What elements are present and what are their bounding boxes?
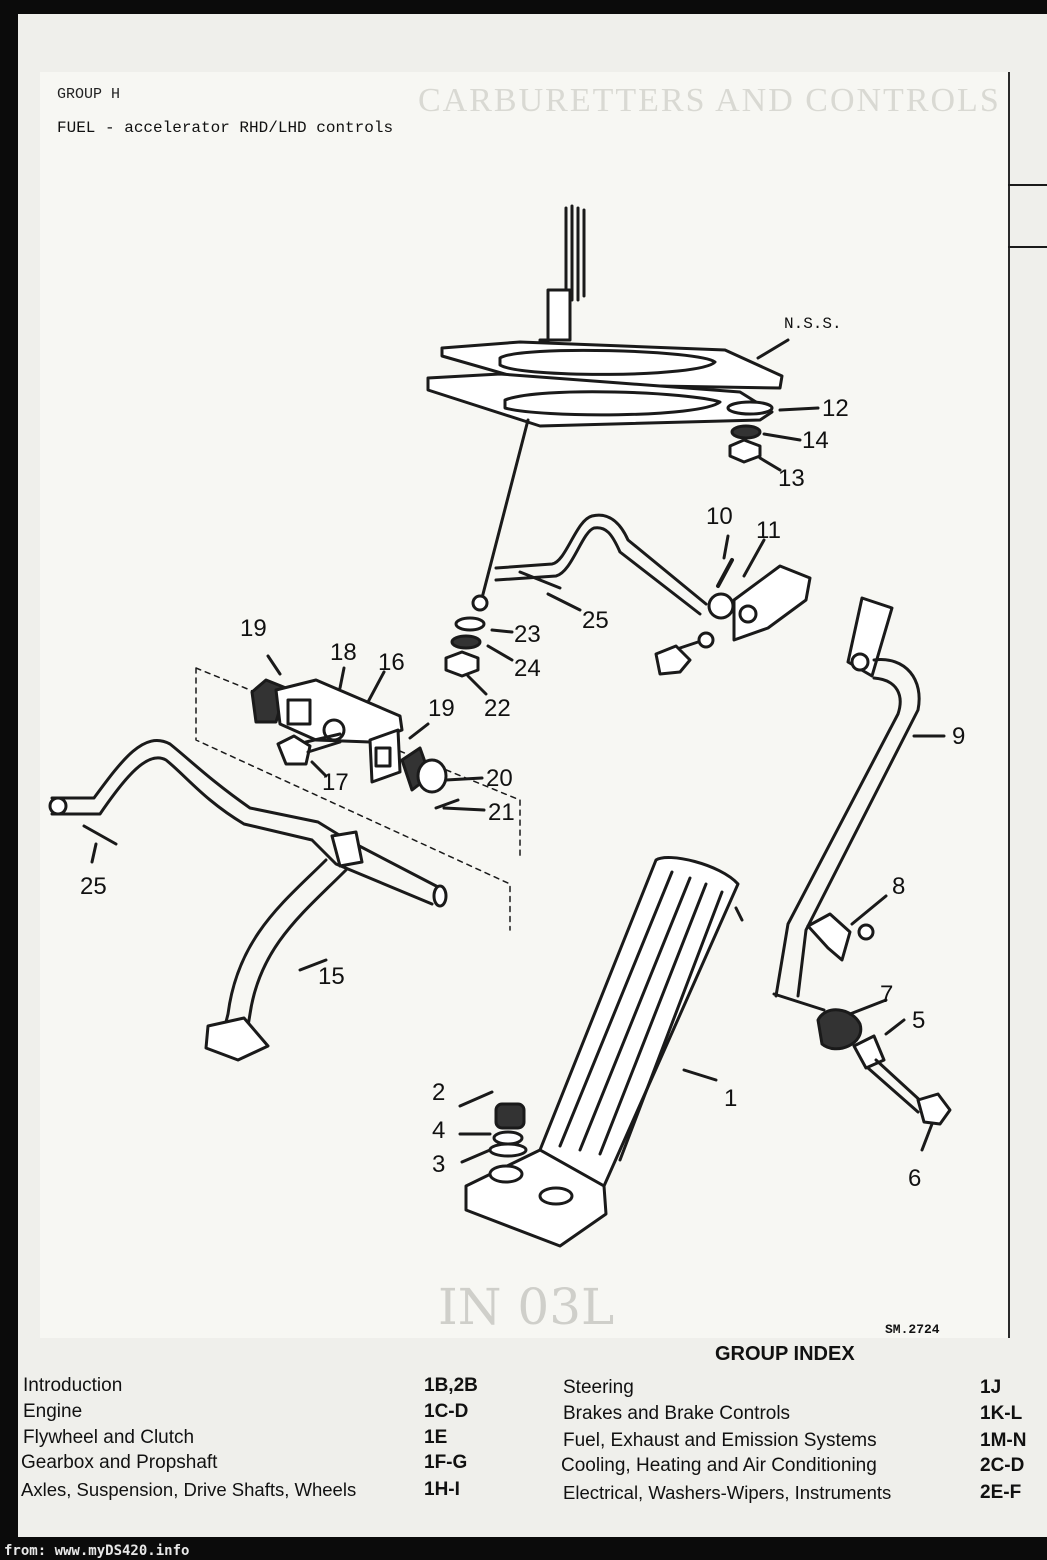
source-footer: from: www.myDS420.info	[4, 1543, 190, 1559]
index-item-code[interactable]: 1M-N	[980, 1430, 1027, 1451]
pedal-pad-1	[464, 856, 744, 1248]
group-index-title: GROUP INDEX	[715, 1343, 855, 1365]
callout-label: 6	[908, 1165, 921, 1192]
adjuster-5	[866, 1058, 926, 1114]
callout-label: 3	[432, 1151, 445, 1178]
page-title: FUEL - accelerator RHD/LHD controls	[57, 119, 394, 137]
sm-reference: SM.2724	[885, 1322, 940, 1337]
callout-label: 4	[432, 1117, 445, 1144]
callout-label: 8	[892, 873, 905, 900]
pedal-arm-9	[772, 596, 921, 1012]
split-pin-25	[82, 824, 118, 846]
index-item-code[interactable]: 1J	[980, 1377, 1002, 1398]
callout-label: 22	[484, 695, 511, 722]
callout-label: 19	[240, 615, 267, 642]
index-item-code[interactable]: 2C-D	[980, 1455, 1025, 1476]
index-item-code[interactable]: 1H-I	[424, 1479, 460, 1500]
mounting-plate	[426, 338, 790, 428]
callout-label: 5	[912, 1007, 925, 1034]
page-edge-rule	[1008, 184, 1047, 186]
bleed-through-heading: CARBURETTERS AND CONTROLS	[418, 82, 1001, 119]
callout-label: 9	[952, 723, 965, 750]
callout-label: 24	[514, 655, 541, 682]
callout-label: 18	[330, 639, 357, 666]
callout-label: 7	[880, 981, 893, 1008]
callout-label: 25	[80, 873, 107, 900]
callout-label: 17	[322, 769, 349, 796]
index-item-label[interactable]: Steering	[563, 1377, 634, 1398]
callout-label: 12	[822, 395, 849, 422]
handwritten-note: IN 03L	[438, 1278, 615, 1336]
illustration-plate	[40, 72, 1010, 1338]
index-item-code[interactable]: 1F-G	[424, 1452, 468, 1473]
index-item-label[interactable]: Brakes and Brake Controls	[563, 1403, 791, 1424]
index-item-label[interactable]: Electrical, Washers-Wipers, Instruments	[563, 1482, 892, 1503]
index-item-code[interactable]: 1E	[424, 1427, 448, 1448]
callout-label: 20	[486, 765, 513, 792]
callout-label: 21	[488, 799, 515, 826]
callout-label: 2	[432, 1079, 445, 1106]
callout-label: 25	[582, 607, 609, 634]
pull-rod	[480, 418, 530, 600]
nut-13	[728, 438, 762, 464]
stop-7	[816, 1008, 863, 1051]
bracket-11	[732, 564, 812, 642]
callout-labels: 1 2 3 4 5 6 7 8 9 10 11 12 13 14 15 16 1…	[80, 395, 965, 1192]
callout-label: 13	[778, 465, 805, 492]
upper-lever	[494, 513, 735, 620]
callout-label: 10	[706, 503, 733, 530]
spring-clip-8	[806, 912, 852, 962]
bolt-head	[654, 644, 692, 676]
group-label: GROUP H	[57, 86, 121, 103]
index-item-label[interactable]: Axles, Suspension, Drive Shafts, Wheels	[21, 1479, 357, 1500]
index-item-code[interactable]: 1C-D	[424, 1401, 469, 1422]
index-item-label[interactable]: Introduction	[23, 1375, 123, 1396]
side-label: N.S.S.	[784, 315, 842, 333]
index-item-label[interactable]: Cooling, Heating and Air Conditioning	[561, 1455, 877, 1476]
rod-ball	[471, 594, 489, 612]
page-edge-rule	[1008, 246, 1047, 248]
callout-label: 15	[318, 963, 345, 990]
index-item-label[interactable]: Fuel, Exhaust and Emission Systems	[563, 1430, 877, 1451]
gasket-12	[726, 400, 774, 416]
index-item-code[interactable]: 1B,2B	[424, 1375, 478, 1396]
index-item-label[interactable]: Gearbox and Propshaft	[21, 1452, 218, 1473]
callout-label: 19	[428, 695, 455, 722]
cross-shaft-15	[48, 739, 448, 1062]
callout-label: 16	[378, 649, 405, 676]
stop-bolt-2	[494, 1102, 526, 1130]
callout-label: 11	[756, 517, 781, 544]
nut-6	[916, 1092, 952, 1126]
index-item-code[interactable]: 1K-L	[980, 1403, 1023, 1424]
index-item-label[interactable]: Flywheel and Clutch	[23, 1427, 195, 1448]
index-item-label[interactable]: Engine	[23, 1401, 83, 1422]
callout-label: 23	[514, 621, 541, 648]
callout-label: 14	[802, 427, 829, 454]
index-item-code[interactable]: 2E-F	[980, 1482, 1022, 1503]
bracket-assembly	[250, 678, 460, 810]
callout-label: 1	[724, 1085, 737, 1112]
washer-14	[730, 424, 762, 440]
